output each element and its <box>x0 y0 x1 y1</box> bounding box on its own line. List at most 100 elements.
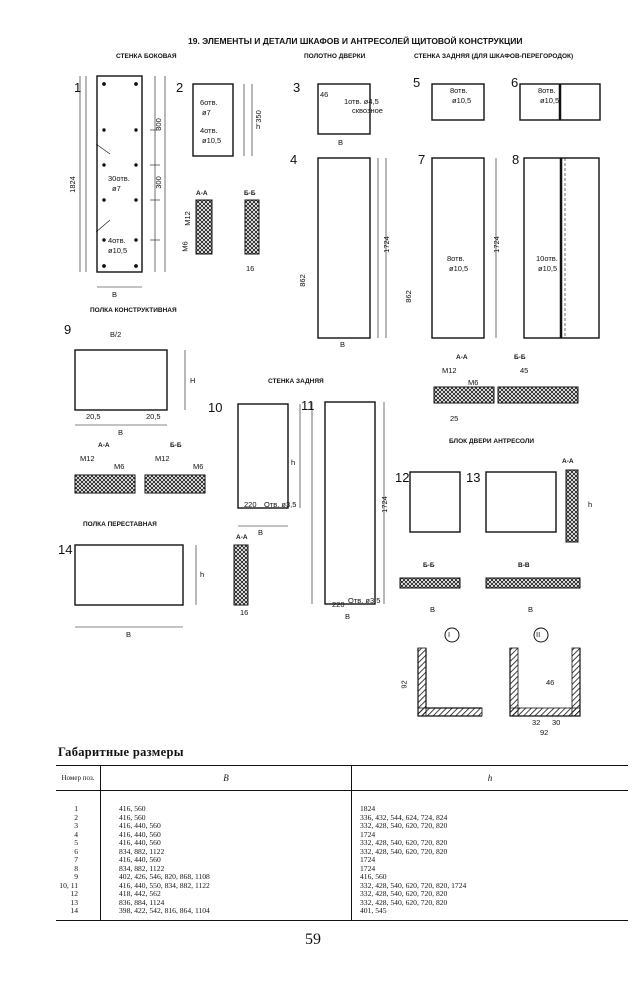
section-aa-label-part-2: А-А <box>196 190 208 197</box>
section-bb-label-part-2: Б-Б <box>244 190 256 197</box>
dim-862-part-7: 862 <box>403 290 413 303</box>
dim-b-part-12: B <box>430 605 436 614</box>
label-30-holes: 30отв. <box>108 174 130 183</box>
cell-pos: 6 <box>56 847 101 856</box>
label-holes-dia3-5-part-10: Отв. ø3,5 <box>264 500 297 509</box>
section-bb-label-shelf: Б-Б <box>170 442 182 449</box>
cell-b: 834, 882, 1122 <box>100 847 352 856</box>
mezzanine-door-double-outline <box>485 471 557 533</box>
structural-shelf-outline <box>74 349 168 411</box>
cell-b: 418, 442, 562 <box>100 889 352 899</box>
heading-back-wall-partition: СТЕНКА ЗАДНЯЯ (ДЛЯ ШКАФОВ-ПЕРЕГОРОДОК) <box>414 53 574 60</box>
cell-h: 1724 <box>360 855 376 864</box>
cell-h: 336, 432, 544, 624, 724, 824 <box>360 812 448 822</box>
dim-300-a: 300 <box>153 118 163 131</box>
item-number-2: 2 <box>176 80 184 95</box>
cell-pos: 8 <box>56 864 101 873</box>
cell-h: 332, 428, 540, 620, 720, 820 <box>360 838 448 847</box>
dim-b-part-3: B <box>338 138 344 147</box>
label-dia10-5-part-2: ø10,5 <box>202 136 222 145</box>
label-dia10-5-part-1: ø10,5 <box>108 246 128 255</box>
dim-1724-part-7: 1724 <box>491 236 501 253</box>
heading-side-wall: СТЕНКА БОКОВАЯ <box>116 53 177 60</box>
label-m6-shelf-a: M6 <box>114 462 125 471</box>
cell-h: 332, 428, 540, 620, 720, 820 <box>360 846 448 856</box>
item-number-9: 9 <box>64 322 72 337</box>
heading-movable-shelf: ПОЛКА ПЕРЕСТАВНАЯ <box>83 521 157 528</box>
cell-h: 332, 428, 540, 620, 720, 820 <box>360 897 448 907</box>
cell-pos: 9 <box>56 872 101 882</box>
label-dia7-part-2: ø7 <box>202 108 211 117</box>
section-aa-movable-shelf <box>233 544 249 606</box>
section-aa-label-shelf: А-А <box>98 442 110 449</box>
cell-h: 332, 428, 540, 620, 720, 820 <box>360 889 448 898</box>
item-number-7: 7 <box>418 152 426 167</box>
cell-b: 416, 560 <box>100 790 352 814</box>
label-dia10-5-part-6: ø10,5 <box>540 96 560 105</box>
dim-16-part-2: 16 <box>246 264 255 273</box>
table-title: Габаритные размеры <box>58 745 184 759</box>
dim-92-detail-1: 92 <box>399 680 409 689</box>
heading-mezzanine-door-block: БЛОК ДВЕРИ АНТРЕСОЛИ <box>449 438 535 445</box>
dim-92-detail-2: 92 <box>540 728 549 737</box>
label-m12-shelf-a: M12 <box>80 454 95 463</box>
label-m6-part-7: M6 <box>468 378 479 387</box>
back-wall-partition-tall-outline <box>431 157 485 339</box>
label-10-holes: 10отв. <box>536 254 558 263</box>
dim-h-mezzanine: h <box>588 500 593 509</box>
dim-b-part-13: B <box>528 605 534 614</box>
heading-structural-shelf: ПОЛКА КОНСТРУКТИВНАЯ <box>90 307 177 314</box>
section-vv-mezzanine <box>485 577 581 589</box>
section-aa-label-part-14: А-А <box>236 534 248 541</box>
cell-h: 401, 545 <box>351 906 628 921</box>
dim-16-part-14: 16 <box>240 608 249 617</box>
detail-1-drawing <box>417 648 482 717</box>
section-bb-part-7 <box>497 386 579 404</box>
cell-b: 416, 440, 560 <box>100 855 352 865</box>
cell-b: 416, 440, 560 <box>100 838 352 848</box>
cell-b: 416, 440, 550, 834, 882, 1122 <box>100 881 352 890</box>
page-title: 19. ЭЛЕМЕНТЫ И ДЕТАЛИ ШКАФОВ И АНТРЕСОЛЕ… <box>188 36 523 46</box>
cell-pos: 13 <box>56 898 101 907</box>
label-6-holes: 6отв. <box>200 98 218 107</box>
label-dia10-5-part-7: ø10,5 <box>449 264 469 273</box>
dim-b-part-10: B <box>258 528 264 537</box>
heading-door-leaf: ПОЛОТНО ДВЕРКИ <box>304 53 366 60</box>
page-number: 59 <box>305 931 321 948</box>
cell-h: 1724 <box>360 829 376 839</box>
section-aa-label-part-7: А-А <box>456 354 468 361</box>
cell-h: 332, 428, 540, 620, 720, 820, 1724 <box>360 880 467 890</box>
label-m12-shelf-b: M12 <box>155 454 170 463</box>
label-8-holes-part-5: 8отв. <box>450 86 468 95</box>
dim-b-part-11: B <box>345 612 351 621</box>
label-m6-part-2: M6 <box>180 241 190 252</box>
cell-b: 836, 884, 1124 <box>100 898 352 907</box>
dim-32-detail-2: 32 <box>532 718 541 727</box>
part-2-outline <box>192 83 234 157</box>
section-aa-mezzanine <box>565 469 579 543</box>
section-vv-label-mezzanine: В-В <box>518 562 530 569</box>
dim-1824: 1824 <box>67 176 77 193</box>
dim-1724-part-11: 1724 <box>379 496 389 513</box>
item-number-3: 3 <box>293 80 301 95</box>
dim-h-cap-part-9: H <box>190 376 196 385</box>
dim-300-b: 300 <box>153 176 163 189</box>
item-number-12: 12 <box>395 470 410 485</box>
dim-20-5-right: 20,5 <box>146 412 161 421</box>
section-bb-part-2 <box>244 199 260 255</box>
cell-h: 416, 560 <box>360 872 387 881</box>
dim-h-part-2: h <box>256 122 261 131</box>
section-bb-label-mezzanine: Б-Б <box>423 562 435 569</box>
cell-b: 834, 882, 1122 <box>100 864 352 873</box>
label-4-holes-part-2: 4отв. <box>200 126 218 135</box>
table-header-row: Номер поз. B h <box>56 765 628 791</box>
label-dia10-5-part-8: ø10,5 <box>538 264 558 273</box>
technical-drawing <box>74 75 601 717</box>
cell-b: 398, 422, 542, 816, 864, 1104 <box>100 906 352 921</box>
label-m6-shelf-b: M6 <box>193 462 204 471</box>
